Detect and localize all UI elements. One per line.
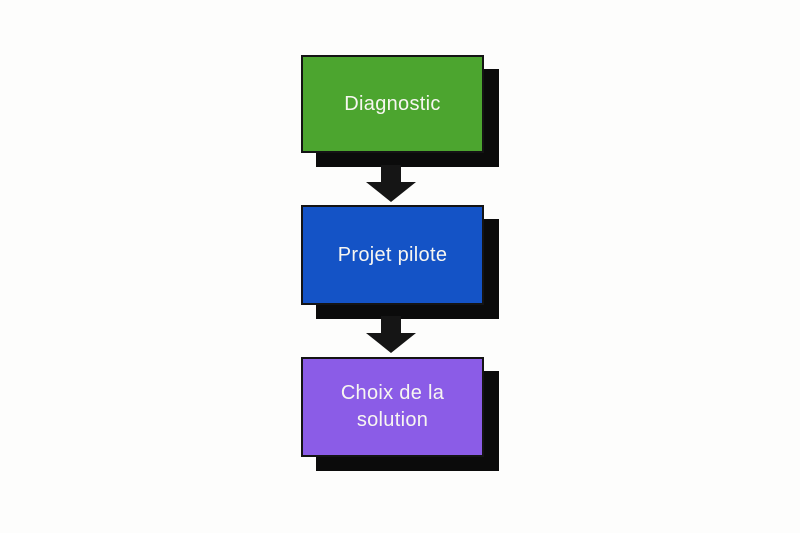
down-arrow-icon (366, 165, 416, 202)
down-arrow-icon (366, 316, 416, 353)
flow-box-label: Choix de la solution (340, 382, 445, 431)
flow-box-label: Projet pilote (337, 243, 448, 266)
flow-box-projet-pilote: Projet pilote (301, 205, 484, 305)
flow-box-choix-de-la-solution: Choix de la solution (301, 357, 484, 457)
flow-box-label: Diagnostic (344, 92, 441, 115)
flow-box-diagnostic: Diagnostic (301, 55, 484, 153)
